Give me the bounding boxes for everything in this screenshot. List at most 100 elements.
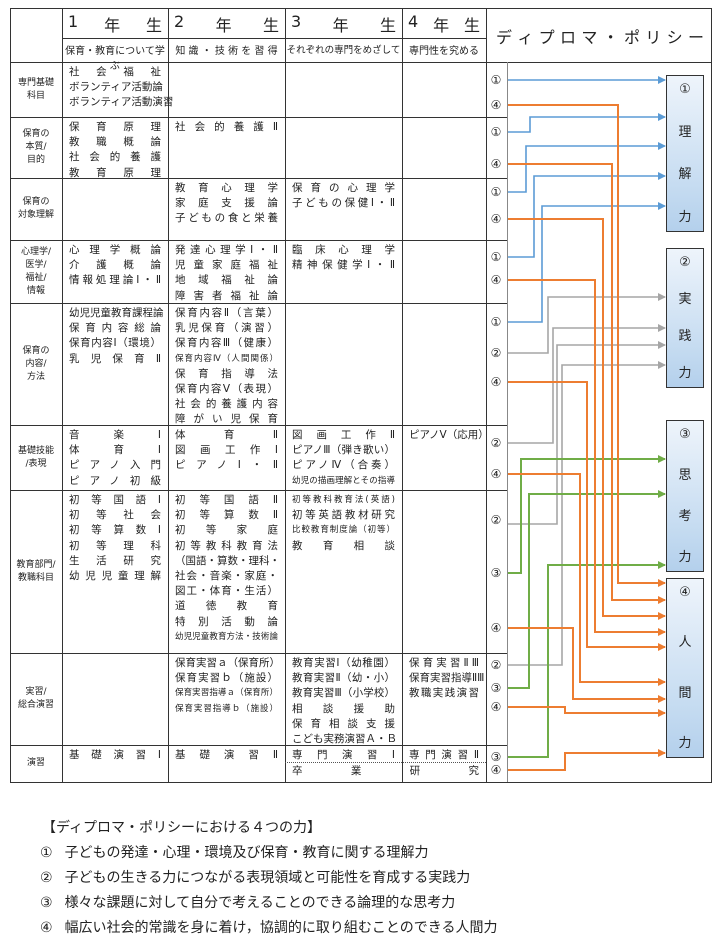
row-label-line: 内容/ <box>25 358 47 369</box>
course-name: 専門演習Ⅱ <box>409 749 479 761</box>
policy-mark: ③ <box>490 750 502 764</box>
course-name: 幼児児童教育課程論 <box>69 307 164 319</box>
policy-box-char: 理 <box>678 124 692 140</box>
title-char: プ <box>538 28 555 47</box>
year-subtitle-4: 専門性を究める <box>409 46 479 57</box>
policy-box-1: ① 理解力 <box>666 75 704 232</box>
course-list-year2: 社会的養護Ⅱ <box>175 120 278 135</box>
year-header-part: 生 <box>262 16 279 35</box>
course-name: 専門演習Ⅰ <box>292 749 395 761</box>
table-border <box>10 117 507 118</box>
row-label: 演習 <box>10 757 62 770</box>
course-name: 社会的養護 <box>69 151 161 164</box>
legend-item-number: ① <box>40 845 53 861</box>
row-label-line: 教育部門/ <box>16 559 56 570</box>
course-name: 心理学概論 <box>69 244 161 256</box>
connector-arrow-policy-4 <box>508 706 666 717</box>
course-name: 初等社会 <box>69 509 161 522</box>
row-label: 教育部門/教職科目 <box>10 559 62 585</box>
row-label-line: 演習 <box>26 758 45 768</box>
course-name: 介護概論 <box>69 259 161 272</box>
course-name: 教育実習Ⅲ（小学校） <box>292 687 395 700</box>
year-header-part: 年 <box>433 16 450 35</box>
row-label-line: 専門基礎 <box>17 77 54 88</box>
course-name: 乳児保育Ⅱ <box>69 352 161 365</box>
course-name: 乳児保育（演習） <box>175 322 278 335</box>
row-label-line: 基礎技能 <box>17 445 54 456</box>
row-label: 心理学/医学/福祉/情報 <box>10 246 62 298</box>
course-name: 地域福祉論 <box>175 274 278 287</box>
row-label-line: 教職科目 <box>17 572 54 583</box>
course-name: 保育相談支援 <box>292 717 395 730</box>
seminar-divider <box>285 762 486 763</box>
course-name: 保育内容総論 <box>69 322 161 335</box>
course-name: 保育実習ａ（保育所） <box>175 657 280 669</box>
table-border <box>62 8 63 782</box>
connector-arrow-policy-3 <box>508 561 666 758</box>
policy-box-char: 解 <box>678 167 692 183</box>
policy-box-char: 力 <box>678 209 692 225</box>
policy-box-number: ① <box>679 82 691 97</box>
course-name: こども実務演習Ａ・Ｂ <box>292 733 397 746</box>
connector-arrow-policy-4 <box>508 163 666 604</box>
course-name: 障害者福祉論 <box>175 289 278 302</box>
course-name: 障がい児保育 <box>175 413 278 426</box>
title-char: リ <box>645 28 662 47</box>
policy-box-char: 実 <box>678 292 692 307</box>
row-label-line: 福祉/ <box>25 272 47 283</box>
connector-arrow-policy-4 <box>508 279 666 636</box>
policy-mark: ① <box>490 185 502 199</box>
year-header-part: 年 <box>104 16 121 35</box>
table-border <box>10 425 507 426</box>
policy-mark: ④ <box>490 763 502 777</box>
row-label-line: 保育の <box>22 129 50 139</box>
course-name: 教育原理 <box>69 166 161 179</box>
course-name: 初等国語Ⅰ <box>69 494 161 506</box>
course-name: 臨床心理学 <box>292 244 395 256</box>
policy-box-char: 人 <box>678 635 692 651</box>
policy-mark: ② <box>490 658 502 672</box>
course-name: 社会的養護Ⅱ <box>175 121 278 133</box>
course-name: 保育実習指導ａ（保育所） <box>175 688 278 699</box>
course-name: 教育実習Ⅰ（幼稚園） <box>292 657 395 669</box>
row-label-line: /表現 <box>25 458 47 469</box>
row-label-line: 医学/ <box>25 259 47 270</box>
course-name: 生活研究 <box>69 554 161 567</box>
policy-mark: ① <box>490 125 502 139</box>
course-name: 初等算数Ⅱ <box>175 509 278 522</box>
marks-column-border <box>507 62 508 782</box>
course-name: 比較教育制度論（初等） <box>292 525 395 536</box>
course-list-year2: 保育実習ａ（保育所）保育実習ｂ（施設）保育実習指導ａ（保育所）保育実習指導ｂ（施… <box>175 656 280 717</box>
connector-arrow-policy-4 <box>508 749 666 771</box>
course-list-year1: 幼児児童教育課程論保育内容総論保育内容Ⅰ（環境）乳児保育Ⅱ <box>69 306 164 367</box>
title-char: デ <box>496 28 513 47</box>
course-name: 保育実習指導ⅡⅢ <box>409 672 485 685</box>
course-name: ピアノⅢ（弾き歌い） <box>292 444 395 457</box>
year-header-part: 1 <box>68 12 79 31</box>
policy-mark: ④ <box>490 157 502 171</box>
table-border <box>486 8 487 782</box>
connector-arrow-policy-4 <box>508 381 666 651</box>
policy-mark: ④ <box>490 273 502 287</box>
policy-mark: ② <box>490 513 502 527</box>
course-name: 保育内容Ⅲ（健康） <box>175 337 278 350</box>
policy-mark: ③ <box>490 566 502 580</box>
policy-mark: ④ <box>490 98 502 112</box>
connector-arrow-policy-4 <box>508 473 666 686</box>
course-name: 社会的養護内容 <box>175 398 278 411</box>
title-char: マ <box>581 28 598 47</box>
course-name: 初等国語Ⅱ <box>175 494 278 506</box>
year-header-part: 年 <box>215 16 232 35</box>
table-border <box>168 8 169 782</box>
row-label: 保育の対象理解 <box>10 196 62 222</box>
table-border <box>711 8 712 783</box>
course-name: 道徳教育 <box>175 600 278 613</box>
course-name: 初等家庭 <box>175 524 278 537</box>
course-name: 教育相談 <box>292 539 395 552</box>
course-name: 基礎演習Ⅰ <box>69 749 161 761</box>
